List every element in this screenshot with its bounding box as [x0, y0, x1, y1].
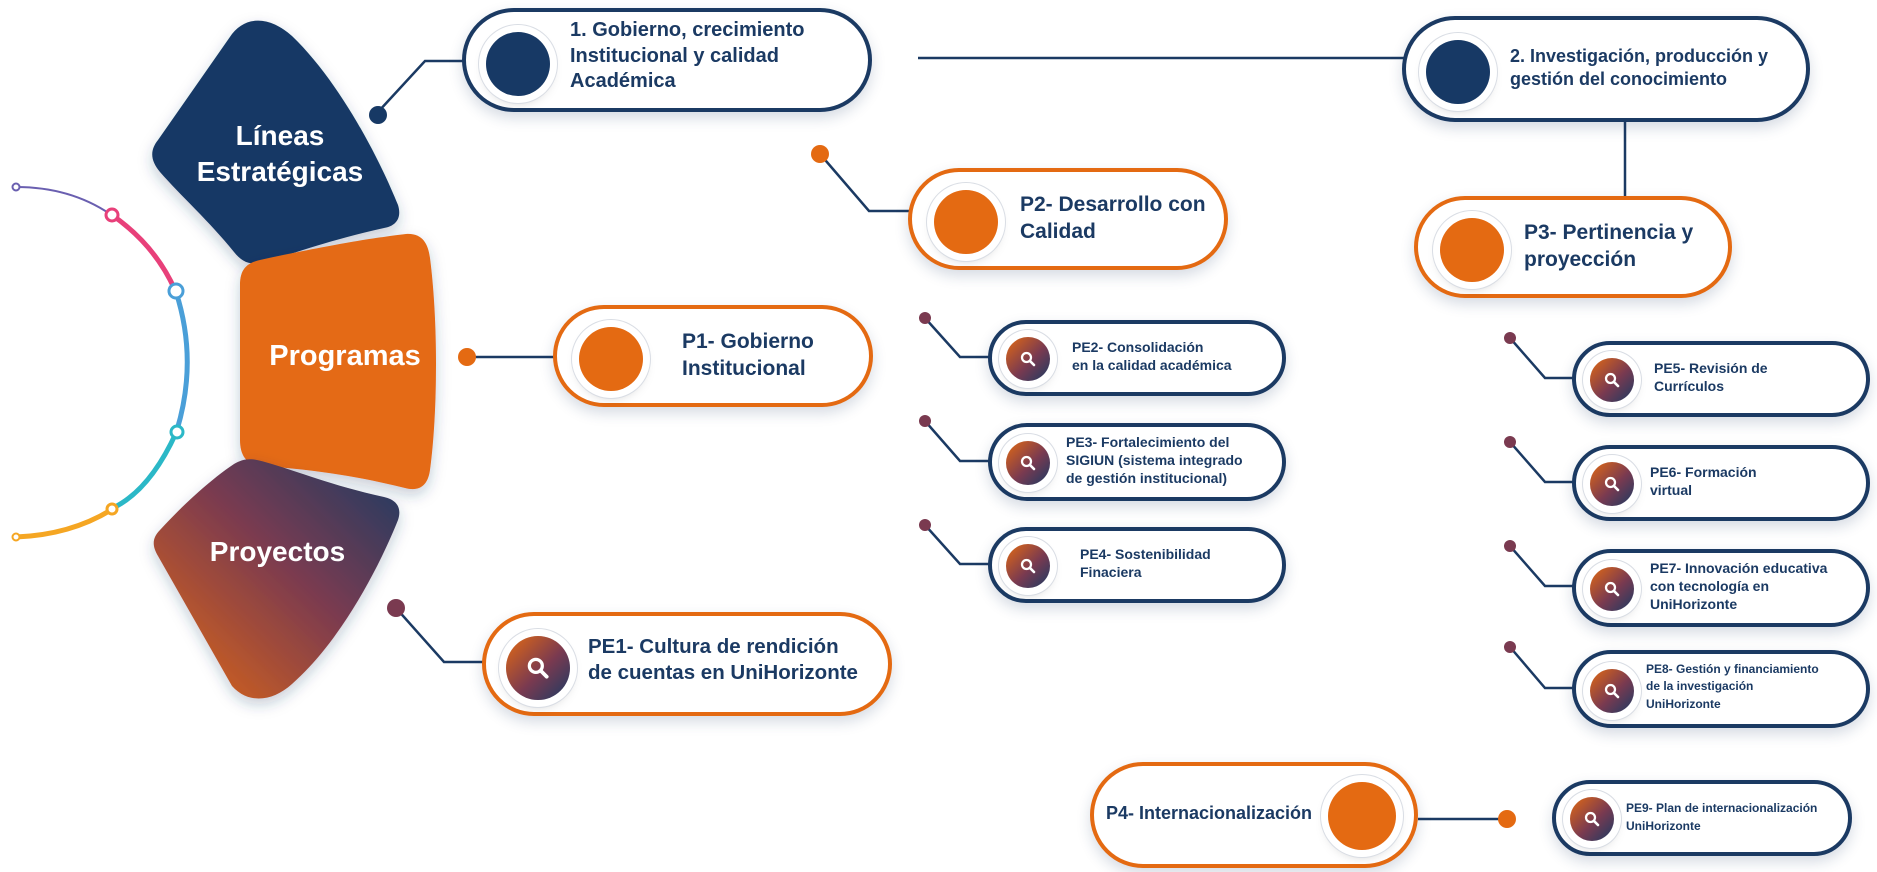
magnifier-icon	[1020, 351, 1036, 367]
proyecto-pe1-badge	[506, 636, 570, 700]
proyecto-pe7-card[interactable]: PE7- Innovación educativa con tecnología…	[1572, 549, 1870, 627]
linea-2-card[interactable]: 2. Investigación, producción y gestión d…	[1402, 16, 1810, 122]
proyecto-pe5-card[interactable]: PE5- Revisión de Currículos	[1572, 341, 1870, 417]
programa-p3-dot	[1440, 218, 1504, 282]
proyectos-label: Proyectos	[209, 536, 346, 567]
magnifier-icon	[1604, 581, 1620, 597]
linea-1-card[interactable]: 1. Gobierno, crecimiento Institucional y…	[462, 8, 872, 112]
proyecto-pe4-card[interactable]: PE4- Sostenibilidad Finaciera	[988, 527, 1286, 603]
proyectos-shape	[153, 459, 400, 699]
proyecto-pe6-card[interactable]: PE6- Formación virtual	[1572, 445, 1870, 521]
decorative-arc	[11, 182, 190, 542]
programa-p3-text: P3- Pertinencia y proyección	[1524, 221, 1694, 271]
programa-p2-card[interactable]: P2- Desarrollo con Calidad	[908, 168, 1228, 270]
proyecto-pe5-text: PE5- Revisión de Currículos	[1654, 360, 1768, 394]
proyecto-pe4-text: PE4- Sostenibilidad Finaciera	[1080, 546, 1211, 580]
magnifier-icon	[527, 657, 549, 679]
magnifier-icon	[1020, 558, 1036, 574]
proyecto-pe6-text: PE6- Formación virtual	[1650, 464, 1757, 498]
programas-label: Programas	[269, 340, 421, 372]
magnifier-icon	[1584, 811, 1600, 827]
proyecto-pe9-badge	[1570, 797, 1614, 841]
proyecto-pe8-text: PE8- Gestión y financiamiento de la inve…	[1646, 662, 1819, 711]
proyecto-pe7-badge	[1590, 567, 1634, 611]
programa-p4-dot	[1328, 782, 1396, 850]
programa-p2-text: P2- Desarrollo con Calidad	[1020, 193, 1206, 243]
programa-p4-card[interactable]: P4- Internacionalización	[1090, 762, 1418, 868]
proyecto-pe2-text: PE2- Consolidación en la calidad académi…	[1072, 339, 1232, 373]
connector-dots	[369, 106, 1516, 828]
proyecto-pe3-card[interactable]: PE3- Fortalecimiento del SIGIUN (sistema…	[988, 423, 1286, 501]
proyecto-pe9-card[interactable]: PE9- Plan de internacionalización UniHor…	[1552, 780, 1852, 856]
proyecto-pe8-badge	[1590, 669, 1634, 713]
programa-p1-card[interactable]: P1- Gobierno Institucional	[553, 305, 873, 407]
magnifier-icon	[1604, 683, 1620, 699]
lineas-shape	[152, 20, 400, 264]
proyecto-pe8-card[interactable]: PE8- Gestión y financiamiento de la inve…	[1572, 650, 1870, 728]
proyecto-pe4-badge	[1006, 544, 1050, 588]
magnifier-icon	[1020, 455, 1036, 471]
magnifier-icon	[1604, 372, 1620, 388]
proyecto-pe7-text: PE7- Innovación educativa con tecnología…	[1650, 560, 1828, 613]
lineas-label: Líneas Estratégicas	[196, 120, 364, 187]
proyecto-pe2-badge	[1006, 337, 1050, 381]
proyecto-pe9-text: PE9- Plan de internacionalización UniHor…	[1626, 801, 1818, 833]
proyecto-pe1-card[interactable]: PE1- Cultura de rendición de cuentas en …	[482, 612, 892, 716]
connector-lines	[377, 56, 1627, 821]
magnifier-icon	[1604, 476, 1620, 492]
programa-p4-text: P4- Internacionalización	[1106, 803, 1313, 823]
linea-2-text: 2. Investigación, producción y gestión d…	[1510, 46, 1769, 90]
proyecto-pe3-badge	[1006, 441, 1050, 485]
programa-p3-card[interactable]: P3- Pertinencia y proyección	[1414, 196, 1732, 298]
programa-p2-dot	[934, 190, 998, 254]
proyecto-pe6-badge	[1590, 462, 1634, 506]
programa-p1-dot	[579, 327, 643, 391]
programas-shape	[240, 233, 436, 490]
proyecto-pe2-card[interactable]: PE2- Consolidación en la calidad académi…	[988, 320, 1286, 396]
linea-1-text: 1. Gobierno, crecimiento Institucional y…	[570, 19, 805, 93]
programa-p1-text: P1- Gobierno Institucional	[682, 330, 814, 380]
linea-2-dot	[1426, 40, 1490, 104]
linea-1-dot	[486, 32, 550, 96]
proyecto-pe1-text: PE1- Cultura de rendición de cuentas en …	[588, 635, 858, 685]
proyecto-pe5-badge	[1590, 358, 1634, 402]
proyecto-pe3-text: PE3- Fortalecimiento del SIGIUN (sistema…	[1066, 434, 1243, 487]
